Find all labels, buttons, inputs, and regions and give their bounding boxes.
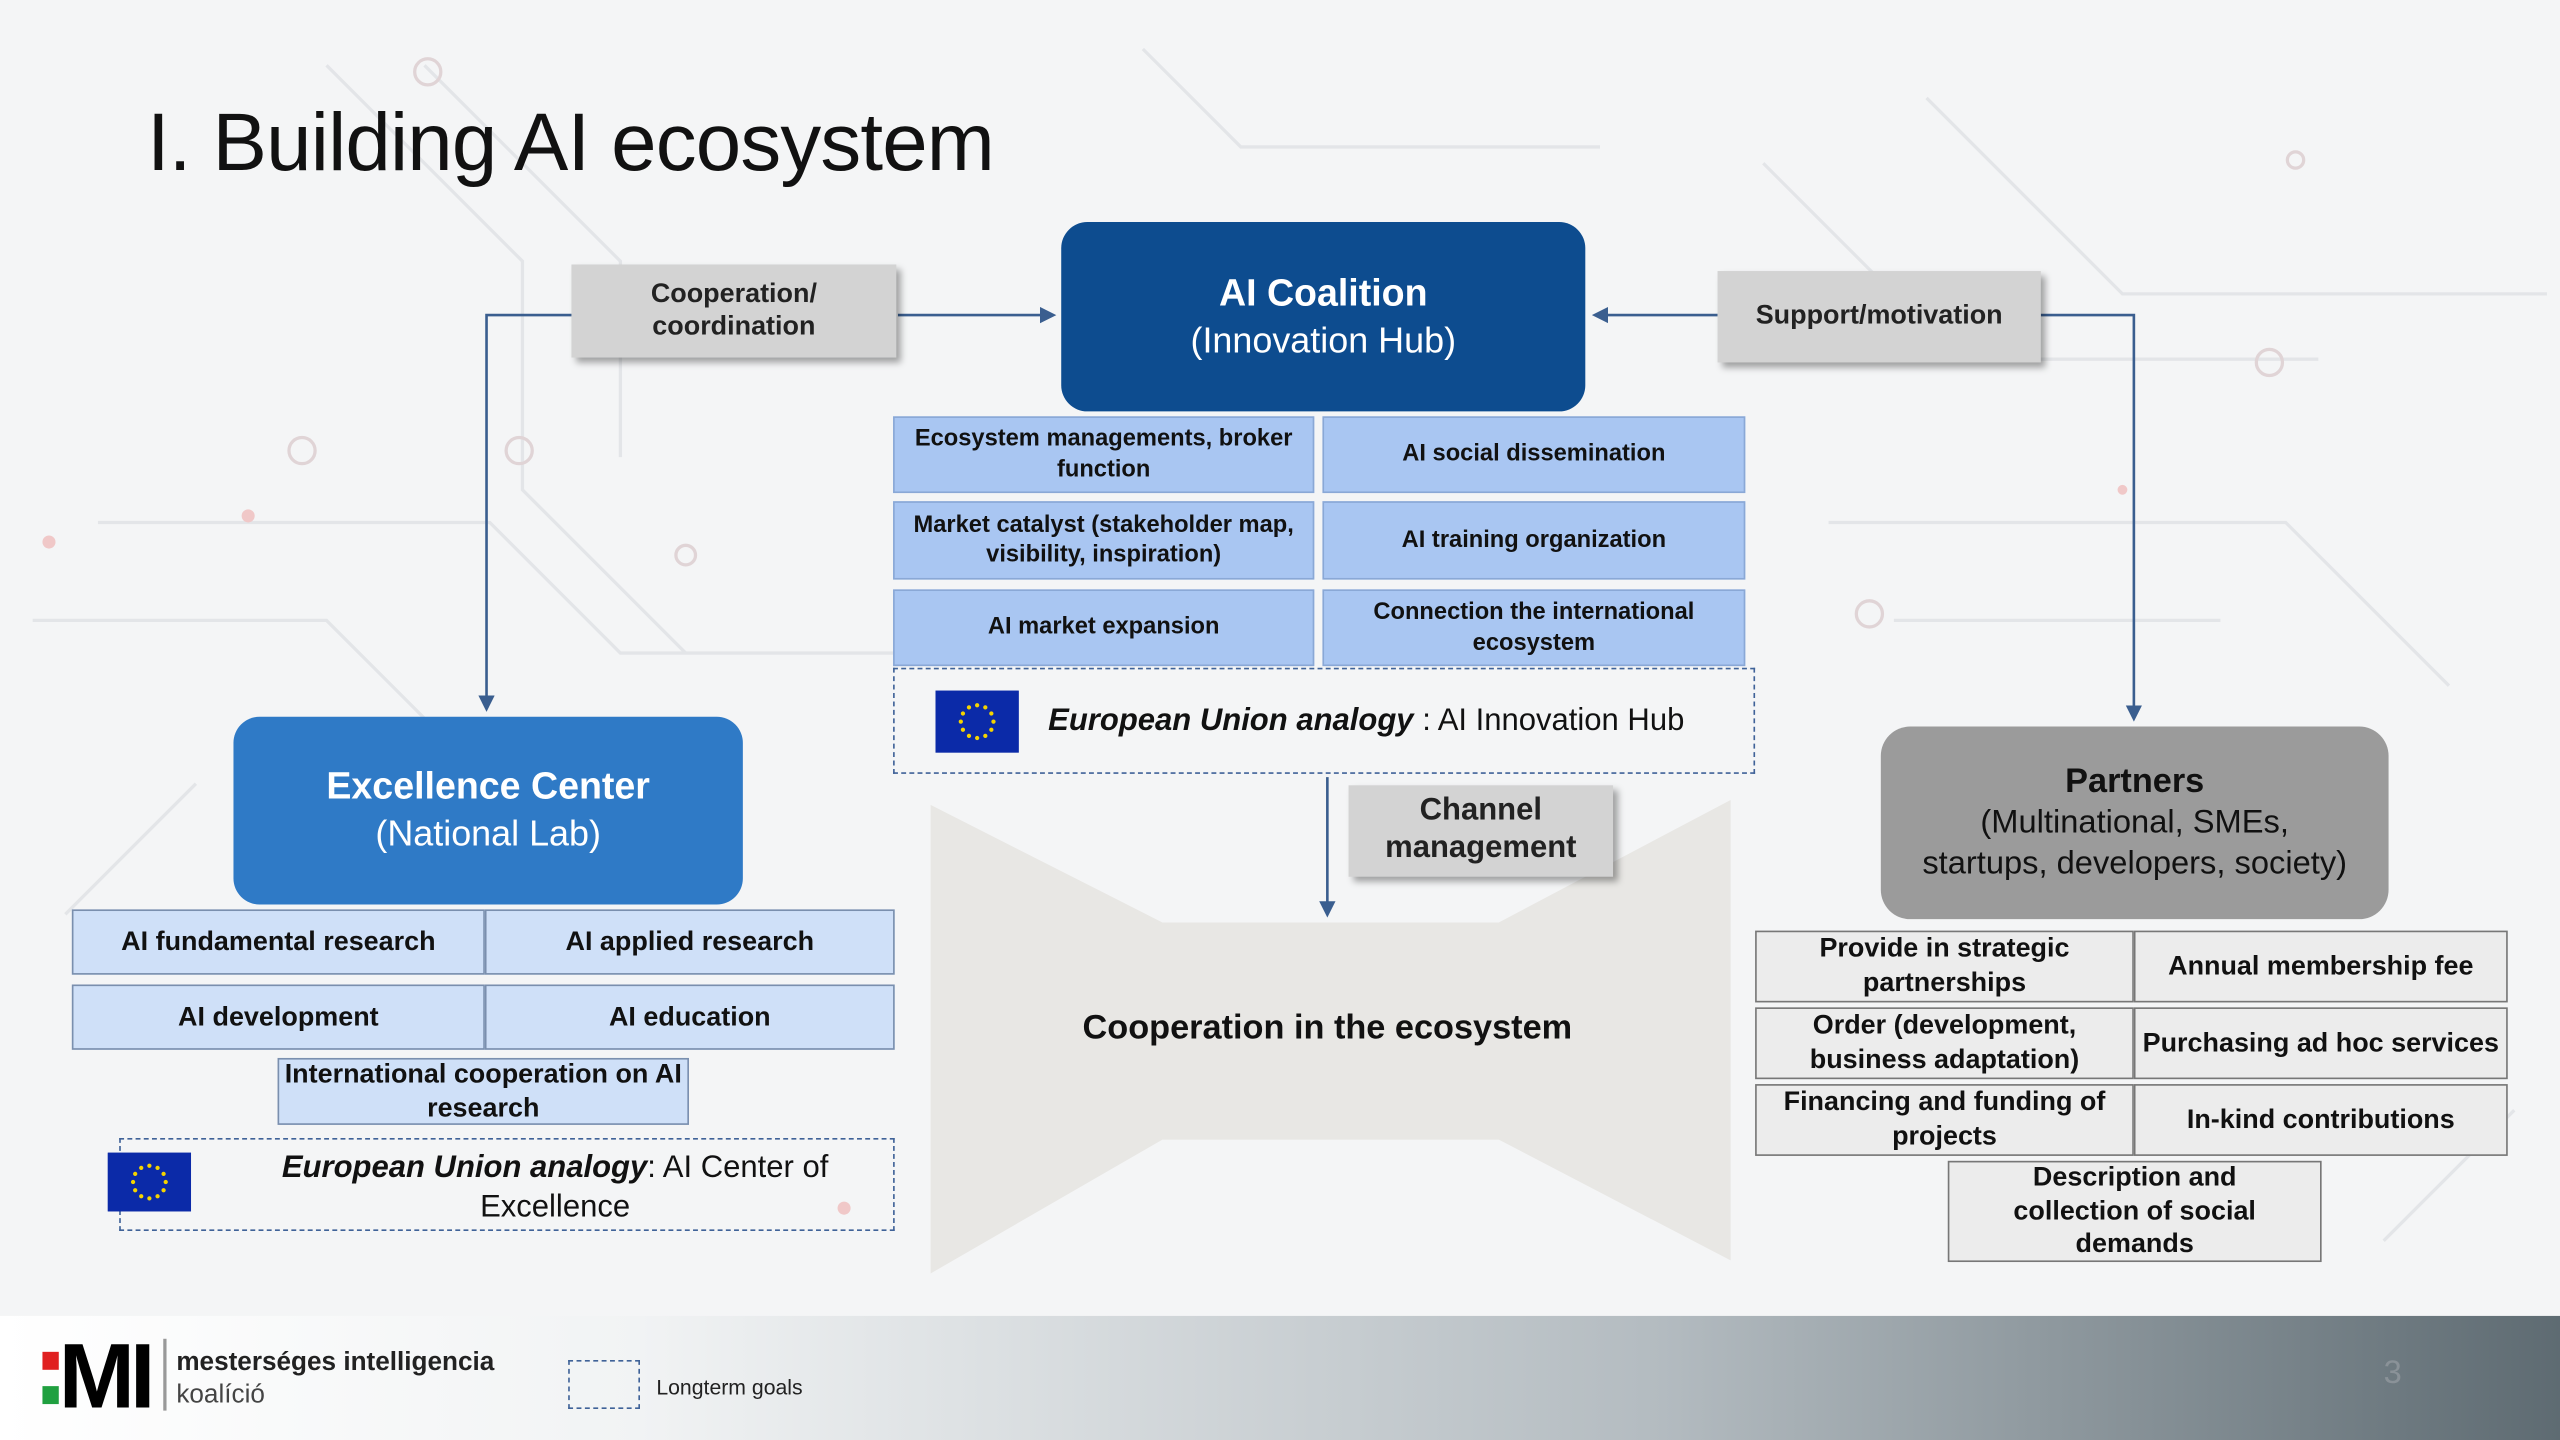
partners-item: Description and collection of social dem… <box>1947 1160 2322 1263</box>
partners-subtitle: (Multinational, SMEs, startups, develope… <box>1922 805 2348 882</box>
excellence-eu-analogy: European Union analogy: AI Center of Exc… <box>245 1149 865 1227</box>
coalition-item: AI social dissemination <box>1322 416 1746 494</box>
partners-item: In-kind contributions <box>2133 1084 2508 1156</box>
excellence-item: AI applied research <box>484 909 895 975</box>
partners-box: Partners (Multinational, SMEs, startups,… <box>1880 726 2389 920</box>
excellence-center-title: Excellence Center <box>326 764 650 807</box>
excellence-item: AI development <box>71 984 485 1050</box>
coalition-item: Ecosystem managements, broker function <box>893 416 1315 494</box>
eu-flag-icon <box>935 690 1019 753</box>
coalition-item: AI training organization <box>1322 501 1746 580</box>
cooperation-hourglass <box>930 799 1731 1274</box>
coalition-eu-bold: European Union analogy <box>1048 703 1414 738</box>
coalition-eu-analogy: European Union analogy : AI Innovation H… <box>1048 704 1684 740</box>
mi-logo-red-mark <box>42 1351 59 1370</box>
cooperation-coordination-label: Cooperation/ coordination <box>571 264 897 358</box>
partners-item: Purchasing ad hoc services <box>2133 1007 2508 1080</box>
page-number: 3 <box>2383 1355 2402 1392</box>
partners-item: Annual membership fee <box>2133 930 2508 1003</box>
partners-item: Provide in strategic partnerships <box>1755 930 2134 1003</box>
excellence-item: AI fundamental research <box>71 909 485 975</box>
mi-logo-icon: MI <box>58 1324 156 1427</box>
excellence-eu-bold: European Union analogy <box>281 1151 648 1186</box>
partners-item: Order (development, business adaptation) <box>1755 1007 2134 1080</box>
excellence-eu-text: : AI Center of Excellence <box>480 1151 829 1225</box>
channel-management-label: Channel management <box>1348 785 1614 877</box>
excellence-item: International cooperation on AI research <box>277 1057 689 1125</box>
legend-label: Longterm goals <box>656 1374 803 1400</box>
arrow-to-excellence <box>478 313 575 712</box>
footer-bar <box>0 1315 2560 1440</box>
cooperation-ecosystem-label: Cooperation in the ecosystem <box>1082 1008 1573 1047</box>
legend-dashed-swatch <box>568 1360 640 1409</box>
arrow-to-partners <box>2040 313 2143 722</box>
coalition-item: Market catalyst (stakeholder map, visibi… <box>893 501 1315 580</box>
eu-flag-icon <box>107 1152 192 1212</box>
excellence-item: AI education <box>484 984 895 1050</box>
ai-coalition-box: AI Coalition (Innovation Hub) <box>1061 222 1586 412</box>
logo-text-line1: mesterséges intelligencia <box>176 1348 495 1377</box>
coalition-eu-text: : AI Innovation Hub <box>1413 703 1685 738</box>
support-motivation-label: Support/motivation <box>1717 271 2041 363</box>
coalition-item: AI market expansion <box>893 589 1315 667</box>
coalition-item: Connection the international ecosystem <box>1322 589 1746 667</box>
mi-logo-green-mark <box>42 1386 59 1405</box>
logo-text-line2: koalíció <box>176 1381 265 1409</box>
excellence-center-box: Excellence Center (National Lab) <box>233 716 743 905</box>
coalition-longterm-box <box>893 667 1756 774</box>
excellence-center-subtitle: (National Lab) <box>375 813 601 855</box>
logo-divider <box>163 1338 167 1411</box>
ai-coalition-title: AI Coalition <box>1218 270 1428 314</box>
ai-coalition-subtitle: (Innovation Hub) <box>1190 319 1457 361</box>
partners-item: Financing and funding of projects <box>1755 1084 2134 1156</box>
page-title: I. Building AI ecosystem <box>146 96 995 188</box>
partners-title: Partners <box>2065 762 2205 800</box>
